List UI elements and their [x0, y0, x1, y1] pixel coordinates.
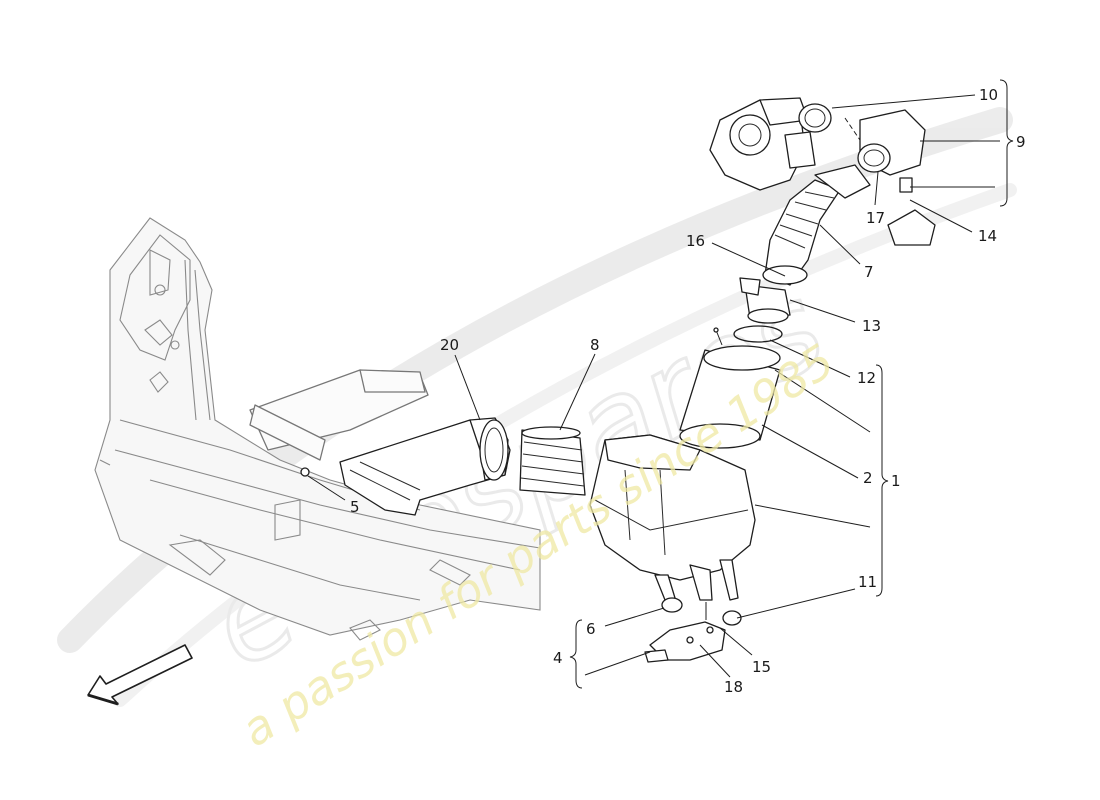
callout-18: 18 [724, 678, 743, 696]
callout-1: 1 [891, 472, 901, 490]
seal-and-sensor [733, 277, 791, 343]
callout-20: 20 [440, 336, 459, 354]
callout-14: 14 [978, 227, 997, 245]
callout-12: 12 [857, 369, 876, 387]
callout-10: 10 [979, 86, 998, 104]
filter-element [679, 327, 781, 449]
bellows-hose [519, 426, 586, 496]
callout-2: 2 [863, 469, 873, 487]
callout-15: 15 [752, 658, 771, 676]
inlet-duct-assembly [249, 369, 511, 516]
callout-6: 6 [586, 620, 596, 638]
turbocharger [709, 97, 936, 246]
callout-9: 9 [1016, 133, 1026, 151]
direction-arrow-icon [87, 644, 193, 706]
callout-8: 8 [590, 336, 600, 354]
callout-4: 4 [553, 649, 563, 667]
lower-bracket [644, 597, 742, 663]
callout-13: 13 [862, 317, 881, 335]
chassis-ghost [94, 217, 541, 641]
leader-lines [307, 79, 1014, 689]
callout-11: 11 [858, 573, 877, 591]
air-filter-box [589, 434, 756, 601]
callout-17: 17 [866, 209, 885, 227]
callout-16: 16 [686, 232, 705, 250]
callout-numbers: 10 9 17 14 16 7 13 20 8 12 2 1 5 11 6 4 … [350, 86, 1026, 696]
callout-5: 5 [350, 498, 360, 516]
callout-7: 7 [864, 263, 874, 281]
